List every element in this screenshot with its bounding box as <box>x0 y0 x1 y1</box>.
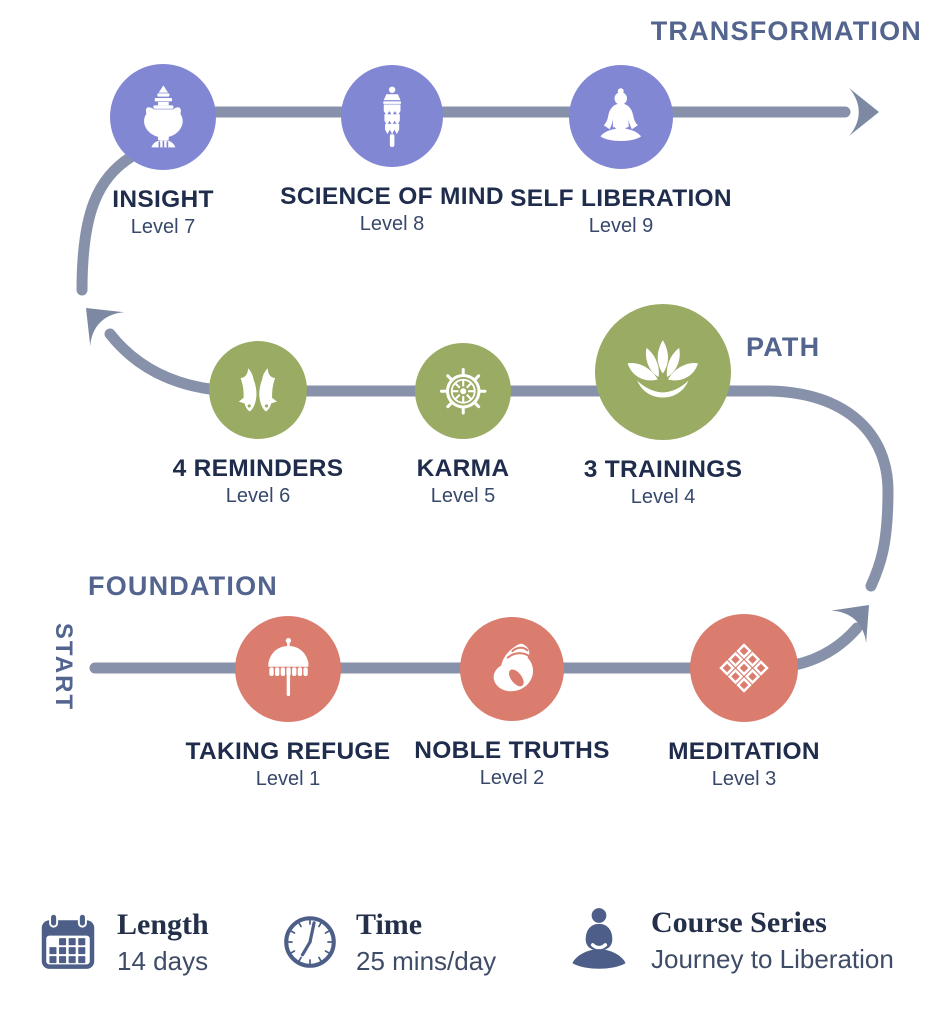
level-circle-6 <box>209 341 307 439</box>
level-title: 3 TRAININGS <box>583 456 743 483</box>
section-label-transformation: TRANSFORMATION <box>650 16 922 46</box>
level-node-7: INSIGHT Level 7 <box>53 64 273 239</box>
treasure-vase-icon <box>143 84 183 148</box>
level-subtitle: Level 9 <box>588 215 654 237</box>
footer-time-heading: Time <box>356 907 423 941</box>
level-subtitle: Level 6 <box>225 485 291 507</box>
level-title: SELF LIBERATION <box>510 185 732 212</box>
level-subtitle: Level 1 <box>255 768 321 790</box>
buddha-icon <box>600 88 642 142</box>
arrowhead-middle-left <box>86 308 125 347</box>
level-circle-5 <box>415 343 511 439</box>
level-subtitle: Level 4 <box>630 486 696 508</box>
level-title: 4 REMINDERS <box>172 455 344 482</box>
golden-fish-icon <box>238 368 278 412</box>
level-node-9: SELF LIBERATION Level 9 <box>510 65 732 238</box>
level-circle-4 <box>595 304 731 440</box>
level-node-8: SCIENCE OF MIND Level 8 <box>280 65 504 236</box>
footer-series-heading: Course Series <box>651 905 827 939</box>
footer-length-heading: Length <box>117 907 209 941</box>
level-subtitle: Level 8 <box>359 213 425 235</box>
level-node-6: 4 REMINDERS Level 6 <box>148 341 368 508</box>
level-circle-1 <box>235 616 341 722</box>
level-node-5: KARMA Level 5 <box>353 343 573 508</box>
section-label-start: START <box>50 622 77 712</box>
footer-length: Length 14 days <box>36 901 209 983</box>
level-title: KARMA <box>416 455 510 482</box>
level-node-3: MEDITATION Level 3 <box>634 614 854 791</box>
parasol-icon <box>267 637 309 696</box>
endless-knot-icon <box>719 643 769 693</box>
arrowhead-top-right <box>849 88 879 136</box>
level-subtitle: Level 5 <box>430 485 496 507</box>
footer-time-value: 25 mins/day <box>356 945 497 976</box>
clock-icon <box>284 916 336 968</box>
level-subtitle: Level 2 <box>479 767 545 789</box>
insight-descending-curve <box>76 151 137 296</box>
level-circle-3 <box>690 614 798 722</box>
level-circle-7 <box>110 64 216 170</box>
level-title: NOBLE TRUTHS <box>414 737 610 764</box>
level-subtitle: Level 3 <box>711 768 777 790</box>
path-line-and-right-arc <box>104 328 894 592</box>
section-label-path: PATH <box>746 332 821 362</box>
level-node-4: 3 TRAININGS Level 4 <box>553 304 773 509</box>
lotus-icon <box>627 340 699 398</box>
level-title: SCIENCE OF MIND <box>280 183 504 210</box>
level-title: INSIGHT <box>112 186 214 213</box>
arrowhead-bottom-right <box>830 605 869 644</box>
dharma-wheel-icon <box>439 367 487 415</box>
level-title: TAKING REFUGE <box>185 738 391 765</box>
level-title: MEDITATION <box>668 738 820 765</box>
footer-series-value: Journey to Liberation <box>651 943 894 974</box>
level-circle-2 <box>460 617 564 721</box>
conch-shell-icon <box>493 643 534 692</box>
section-label-foundation: FOUNDATION <box>88 571 278 601</box>
footer-time: Time 25 mins/day <box>281 901 496 983</box>
level-circle-9 <box>569 65 673 169</box>
meditator-icon <box>572 908 626 969</box>
level-node-2: NOBLE TRUTHS Level 2 <box>402 617 622 790</box>
level-subtitle: Level 7 <box>130 216 196 238</box>
level-circle-8 <box>341 65 443 167</box>
level-node-1: TAKING REFUGE Level 1 <box>178 616 398 791</box>
footer-course-series: Course Series Journey to Liberation <box>564 899 894 981</box>
footer-length-value: 14 days <box>117 945 209 976</box>
victory-banner-icon <box>383 86 401 147</box>
calendar-icon <box>41 912 95 969</box>
